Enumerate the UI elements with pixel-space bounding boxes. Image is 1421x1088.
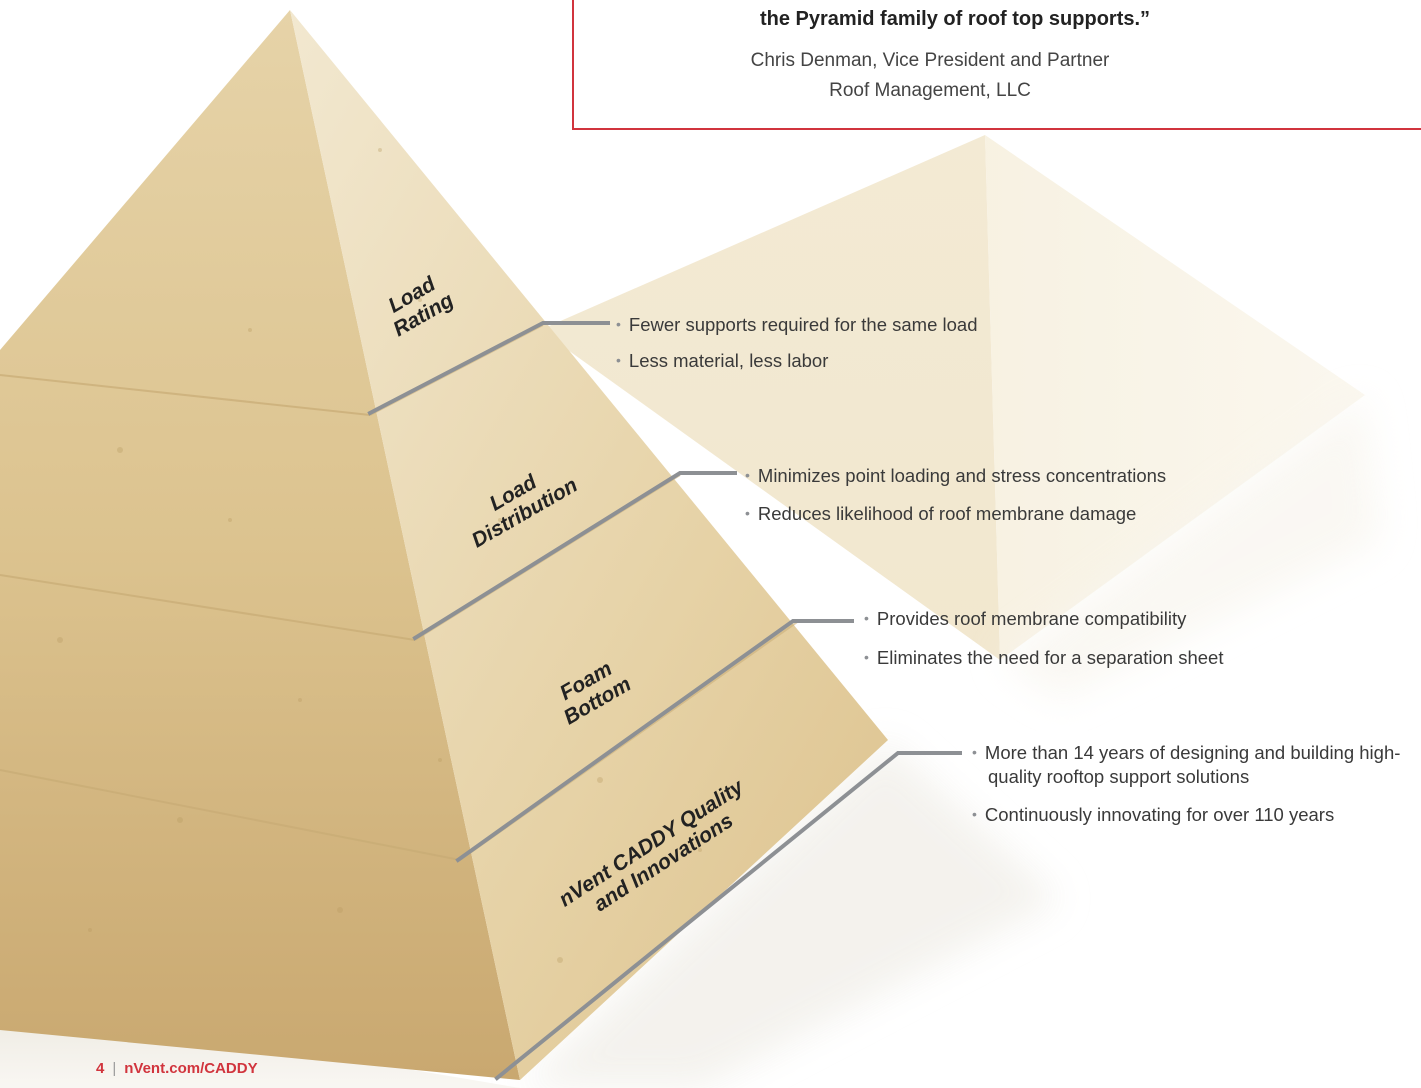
page-number: 4 <box>96 1060 105 1077</box>
bullet-item: •Reduces likelihood of roof membrane dam… <box>745 503 1137 524</box>
leader-line-quality <box>494 751 962 1081</box>
stone-texture <box>57 148 702 963</box>
quote-text: the Pyramid family of roof top supports.… <box>760 8 1151 30</box>
bullet-item: •Less material, less labor <box>616 350 829 371</box>
bullet-item: •Continuously innovating for over 110 ye… <box>972 804 1335 825</box>
leader-line-foam-bottom <box>455 619 854 863</box>
footer-separator: | <box>112 1060 117 1077</box>
leader-lines <box>367 321 962 1081</box>
bullet-item: •Eliminates the need for a separation sh… <box>864 647 1224 668</box>
background-pyramid <box>540 135 1380 700</box>
leader-line-load-rating <box>367 321 610 416</box>
pyramid-right-face <box>290 10 888 1080</box>
quote-attribution-company: Roof Management, LLC <box>829 80 1031 101</box>
quote-attribution-name: Chris Denman, Vice President and Partner <box>750 50 1110 71</box>
bullet-item: •Minimizes point loading and stress conc… <box>745 465 1167 486</box>
bullet-dot-icon: • <box>745 505 750 521</box>
tier-seams <box>0 374 461 861</box>
bullet-dot-icon: • <box>616 316 621 332</box>
bullet-dot-icon: • <box>972 744 977 760</box>
bullet-dot-icon: • <box>745 467 750 483</box>
pyramid-right-shadow <box>520 740 1060 1088</box>
bullet-dot-icon: • <box>972 806 977 822</box>
quote-box <box>572 0 1421 130</box>
leader-line-load-distribution <box>412 471 737 641</box>
bullet-dot-icon: • <box>864 610 869 626</box>
bullet-dot-icon: • <box>864 649 869 665</box>
bullet-dot-icon: • <box>616 352 621 368</box>
bullet-item: •Provides roof membrane compatibility <box>864 608 1187 629</box>
pyramid-left-face <box>0 10 520 1080</box>
footer-url-link[interactable]: nVent.com/CADDY <box>124 1060 258 1077</box>
bullet-item: •Fewer supports required for the same lo… <box>616 314 978 335</box>
page-footer: 4 | nVent.com/CADDY <box>96 1060 258 1077</box>
bullet-item: •More than 14 years of designing and bui… <box>972 742 1401 787</box>
